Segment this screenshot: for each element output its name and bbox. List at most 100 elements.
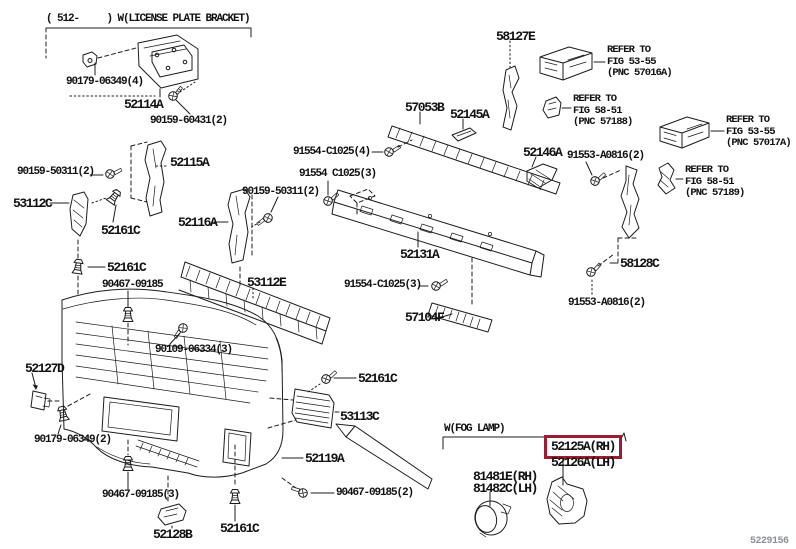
part-label-90159-50311-2[interactable]: 90159-50311(2) xyxy=(17,166,95,178)
bracket-52127d-art xyxy=(30,372,61,411)
clip-icon xyxy=(122,307,134,322)
screw-icon xyxy=(431,279,448,291)
support-53112e-art xyxy=(178,261,331,345)
fasteners-left xyxy=(71,167,134,346)
bracket-52128b-art xyxy=(157,503,187,526)
license-plate-bracket-art xyxy=(69,34,199,115)
screw-icon xyxy=(256,213,273,226)
bumper-cover-52119a-art xyxy=(61,288,304,478)
pointer-arrow xyxy=(335,423,433,490)
part-label-53112c[interactable]: 53112C xyxy=(13,196,53,211)
fasteners-bottom xyxy=(57,323,335,529)
part-label-52116a[interactable]: 52116A xyxy=(178,215,218,230)
clip-icon xyxy=(122,456,134,471)
refer-note-line: REFER TO xyxy=(685,164,729,176)
screw-icon xyxy=(168,85,183,101)
part-label-91554-c1025-4[interactable]: 91554-C1025(4) xyxy=(293,146,371,158)
screw-icon xyxy=(586,262,602,277)
strip-57104f-art xyxy=(427,302,493,333)
screw-icon xyxy=(105,167,123,179)
clip-icon xyxy=(57,405,70,422)
refer-note-line: (PNC 57016A) xyxy=(607,67,673,79)
clip-icon xyxy=(71,258,84,275)
clip-icon xyxy=(105,188,121,206)
insert-53113c-art xyxy=(267,370,357,429)
refer-note-line: FIG 58-51 xyxy=(685,175,735,188)
part-label-52161c[interactable]: 52161C xyxy=(101,223,141,238)
bracket-58128c-art xyxy=(585,161,640,297)
bracket-52116a-art xyxy=(213,188,279,289)
license-section-frame xyxy=(45,27,252,59)
part-label-52115a[interactable]: 52115A xyxy=(170,155,210,170)
part-label-91554-c1025-3[interactable]: 91554 C1025(3) xyxy=(299,168,377,180)
refer-part-57017a-art xyxy=(659,116,725,149)
license-section-header: ( 512- ) W(LICENSE PLATE BRACKET) xyxy=(46,13,251,25)
bracket-58127e-art xyxy=(502,40,520,131)
part-label-90179-06349-2[interactable]: 90179-06349(2) xyxy=(34,434,112,446)
bracket-52115a-art xyxy=(130,140,169,217)
part-label-91554-c1025-3[interactable]: 91554-C1025(3) xyxy=(344,279,422,291)
part-label-90467-09185-2[interactable]: 90467-09185(2) xyxy=(336,487,414,499)
part-label-91553-a0816-2[interactable]: 91553-A0816(2) xyxy=(567,150,645,162)
drawing-number-watermark: 5229156 xyxy=(750,536,789,547)
part-label-58127e[interactable]: 58127E xyxy=(496,29,536,44)
screw-icon xyxy=(323,192,340,206)
part-label-90159-50311-2[interactable]: 90159-50311(2) xyxy=(242,186,320,198)
refer-note-line: REFER TO xyxy=(573,93,617,105)
part-label-90467-09185-3[interactable]: 90467-09185(3) xyxy=(102,489,180,501)
refer-note-line: REFER TO xyxy=(607,44,651,56)
part-label-52126a-lh[interactable]: 52126A(LH) xyxy=(551,455,616,470)
screw-icon xyxy=(321,370,338,384)
screw-icon xyxy=(590,172,607,186)
part-label-52128b[interactable]: 52128B xyxy=(153,527,193,542)
part-label-81482c-lh[interactable]: 81482C(LH) xyxy=(473,481,538,496)
part-label-81481e-rh[interactable]: 81481E(RH) xyxy=(473,469,538,484)
part-label-52161c[interactable]: 52161C xyxy=(107,260,147,275)
refer-note-line: (PNC 57189) xyxy=(685,187,745,199)
part-label-90467-09185[interactable]: 90467-09185 xyxy=(102,279,164,291)
refer-note-line: FIG 53-55 xyxy=(607,55,657,68)
part-label-52131a[interactable]: 52131A xyxy=(400,247,440,262)
part-label-53112e[interactable]: 53112E xyxy=(247,275,287,290)
part-label-52146a[interactable]: 52146A xyxy=(523,145,563,160)
reinforcement-52131a-art xyxy=(323,180,545,306)
part-label-90159-60431-2[interactable]: 90159-60431(2) xyxy=(150,115,228,127)
part-label-52114a[interactable]: 52114A xyxy=(124,97,164,112)
part-label-52127d[interactable]: 52127D xyxy=(25,361,65,376)
fog-section-header: W(FOG LAMP) xyxy=(444,423,506,435)
refer-part-57188-art xyxy=(542,96,572,119)
refer-note-line: FIG 53-55 xyxy=(726,125,776,138)
cowl-57053b-art xyxy=(371,111,561,195)
part-label-52161c[interactable]: 52161C xyxy=(358,371,398,386)
part-label-53113c[interactable]: 53113C xyxy=(340,409,380,424)
part-label-57053b[interactable]: 57053B xyxy=(405,100,445,115)
selected-part-label[interactable]: 52125A(RH) xyxy=(544,435,623,459)
part-label-58128c[interactable]: 58128C xyxy=(620,256,660,271)
part-label-57104f[interactable]: 57104F xyxy=(405,310,445,325)
part-label-52161c[interactable]: 52161C xyxy=(220,521,260,536)
part-label-52119a[interactable]: 52119A xyxy=(305,451,345,466)
part-label-90179-06349-4[interactable]: 90179-06349(4) xyxy=(66,76,144,88)
refer-part-57189-art xyxy=(657,162,684,195)
fog-bracket-52125a-art xyxy=(546,459,588,525)
clip-icon xyxy=(229,489,241,504)
part-label-90109-06334-3[interactable]: 90109-06334(3) xyxy=(155,344,233,356)
refer-note-line: REFER TO xyxy=(726,114,770,126)
bracket-52146a-art xyxy=(526,156,558,189)
screw-icon xyxy=(291,486,308,498)
fog-lamp-art xyxy=(474,491,512,538)
part-label-52145a[interactable]: 52145A xyxy=(450,107,490,122)
screw-icon xyxy=(173,323,188,339)
refer-note-line: FIG 58-51 xyxy=(573,104,623,117)
screw-icon xyxy=(384,145,401,157)
part-label-91553-a0816-2[interactable]: 91553-A0816(2) xyxy=(568,297,646,309)
bracket-53112c-art xyxy=(49,191,107,295)
refer-note-line: (PNC 57017A) xyxy=(726,137,792,149)
refer-note-line: (PNC 57188) xyxy=(573,116,633,128)
